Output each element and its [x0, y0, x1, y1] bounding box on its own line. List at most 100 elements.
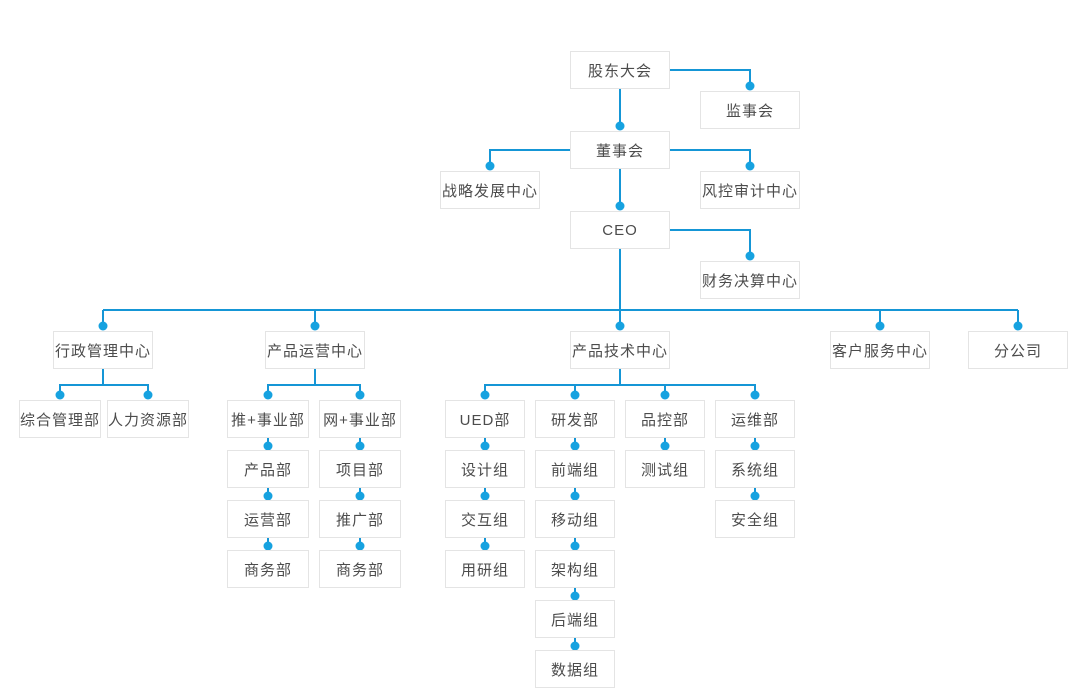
connector-dot: [355, 390, 365, 400]
org-node-business-dept-right: 商务部: [319, 550, 401, 588]
connector-product-to-operations: [263, 488, 273, 501]
org-node-interaction-group: 交互组: [445, 500, 525, 538]
org-node-testing-group: 测试组: [625, 450, 705, 488]
connector-dot: [660, 390, 670, 400]
connector-dot: [263, 441, 273, 451]
connector-line: [489, 149, 570, 167]
org-node-security-group: 安全组: [715, 500, 795, 538]
connector-dot: [750, 390, 760, 400]
connector-promotion-to-business-right: [355, 538, 365, 551]
connector-dot: [98, 321, 108, 331]
org-node-ued-dept: UED部: [445, 400, 525, 438]
connector-dot: [263, 541, 273, 551]
org-node-design-group: 设计组: [445, 450, 525, 488]
connector-wang-to-project-dept: [355, 438, 365, 451]
connector-rail-to-product-tech-center: [615, 310, 625, 331]
connector-rail-to-customer-service-center: [875, 310, 885, 331]
connector-dot: [750, 441, 760, 451]
connector-dot: [310, 321, 320, 331]
org-node-project-dept: 项目部: [319, 450, 401, 488]
org-node-business-dept-left: 商务部: [227, 550, 309, 588]
connector-qc-to-testing: [660, 438, 670, 451]
org-node-qc-dept: 品控部: [625, 400, 705, 438]
connector-om-to-system: [750, 438, 760, 451]
connector-line: [670, 69, 751, 87]
org-node-risk-audit-center: 风控审计中心: [700, 171, 800, 209]
connector-dot: [660, 441, 670, 451]
connector-frontend-to-mobile: [570, 488, 580, 501]
connector-dot: [480, 390, 490, 400]
connector-ceo-trunk-and-rail: [103, 249, 1018, 311]
org-node-system-group: 系统组: [715, 450, 795, 488]
org-node-shareholders-meeting: 股东大会: [570, 51, 670, 89]
connector-rail-to-admin-center: [98, 310, 108, 331]
connector-dot: [480, 541, 490, 551]
org-node-strategy-center: 战略发展中心: [440, 171, 540, 209]
connector-dot: [355, 491, 365, 501]
connector-dot: [615, 121, 625, 131]
org-node-board-of-directors: 董事会: [570, 131, 670, 169]
org-node-ceo: CEO: [570, 211, 670, 249]
connector-dot: [355, 441, 365, 451]
connector-dot: [355, 541, 365, 551]
connector-dot: [143, 390, 153, 400]
connector-shareholders-to-supervisory: [670, 69, 755, 91]
connector-dot: [615, 321, 625, 331]
org-node-data-group: 数据组: [535, 650, 615, 688]
connector-line: [267, 369, 361, 397]
connector-line: [484, 369, 756, 397]
connector-line: [670, 229, 751, 257]
connector-rd-to-frontend: [570, 438, 580, 451]
connector-dot: [570, 491, 580, 501]
connector-dot: [875, 321, 885, 331]
connector-ceo-to-finance: [670, 229, 755, 261]
connector-rail-to-product-ops-center: [310, 310, 320, 331]
connector-interaction-to-user-research: [480, 538, 490, 551]
org-node-hr-dept: 人力资源部: [107, 400, 189, 438]
connector-dot: [480, 441, 490, 451]
connector-backend-to-data: [570, 638, 580, 651]
connector-dot: [55, 390, 65, 400]
org-node-user-research-group: 用研组: [445, 550, 525, 588]
connector-line: [59, 369, 149, 397]
connector-dot: [570, 541, 580, 551]
connector-dot: [750, 491, 760, 501]
connector-dot: [745, 161, 755, 171]
connector-dot: [570, 591, 580, 601]
org-node-operations-dept: 运营部: [227, 500, 309, 538]
org-node-om-dept: 运维部: [715, 400, 795, 438]
org-node-rd-dept: 研发部: [535, 400, 615, 438]
connector-product-tech-fanout: [480, 369, 760, 400]
connector-operations-to-business-left: [263, 538, 273, 551]
connector-ued-to-design: [480, 438, 490, 451]
connector-board-to-strategy: [485, 149, 570, 171]
connector-shareholders-to-board: [615, 89, 625, 131]
connector-dot: [745, 251, 755, 261]
org-node-customer-service-center: 客户服务中心: [830, 331, 930, 369]
connector-product-ops-fanout: [263, 369, 365, 400]
connector-system-to-security: [750, 488, 760, 501]
org-node-architecture-group: 架构组: [535, 550, 615, 588]
org-node-finance-center: 财务决算中心: [700, 261, 800, 299]
connector-dot: [263, 491, 273, 501]
connector-dot: [570, 641, 580, 651]
org-node-backend-group: 后端组: [535, 600, 615, 638]
connector-tui-to-product-dept: [263, 438, 273, 451]
org-node-promotion-dept: 推广部: [319, 500, 401, 538]
connector-design-to-interaction: [480, 488, 490, 501]
connector-board-to-ceo: [615, 169, 625, 211]
connector-project-to-promotion: [355, 488, 365, 501]
org-node-mobile-group: 移动组: [535, 500, 615, 538]
org-node-frontend-group: 前端组: [535, 450, 615, 488]
org-node-wang-business-dept: 网+事业部: [319, 400, 401, 438]
connector-dot: [1013, 321, 1023, 331]
connector-dot: [570, 390, 580, 400]
org-node-product-tech-center: 产品技术中心: [570, 331, 670, 369]
org-node-admin-center: 行政管理中心: [53, 331, 153, 369]
org-node-product-ops-center: 产品运营中心: [265, 331, 365, 369]
connector-mobile-to-architecture: [570, 538, 580, 551]
connector-line: [103, 249, 1018, 311]
org-node-tui-business-dept: 推+事业部: [227, 400, 309, 438]
